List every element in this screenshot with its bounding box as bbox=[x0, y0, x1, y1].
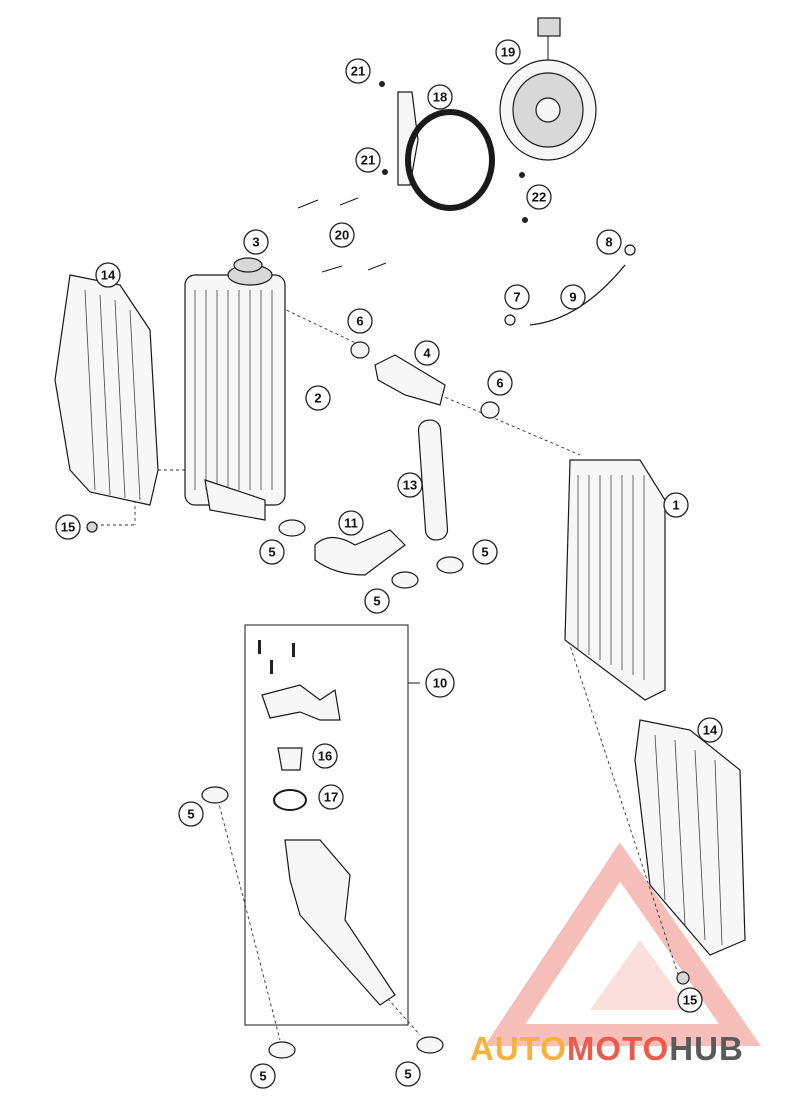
screws-part bbox=[297, 81, 528, 273]
svg-text:4: 4 bbox=[423, 346, 431, 361]
svg-text:5: 5 bbox=[268, 545, 275, 560]
brand-hub: HUB bbox=[669, 1030, 744, 1067]
svg-text:7: 7 bbox=[513, 290, 520, 305]
svg-text:3: 3 bbox=[252, 235, 259, 250]
callout-2: 2 bbox=[305, 385, 331, 411]
svg-text:11: 11 bbox=[344, 516, 358, 531]
callout-6: 6 bbox=[487, 370, 513, 396]
callout-11: 11 bbox=[338, 510, 364, 536]
callout-10: 10 bbox=[425, 668, 455, 698]
svg-text:2: 2 bbox=[314, 391, 321, 406]
callout-5: 5 bbox=[472, 539, 498, 565]
callout-5: 5 bbox=[259, 539, 285, 565]
callout-8: 8 bbox=[596, 229, 622, 255]
left-shroud-part bbox=[54, 274, 159, 506]
callout-4: 4 bbox=[414, 340, 440, 366]
svg-text:10: 10 bbox=[433, 676, 447, 691]
svg-text:15: 15 bbox=[683, 993, 697, 1008]
callout-19: 19 bbox=[495, 39, 521, 65]
right-shroud-part bbox=[634, 719, 746, 956]
svg-text:5: 5 bbox=[187, 807, 194, 822]
svg-text:18: 18 bbox=[433, 90, 447, 105]
svg-text:5: 5 bbox=[404, 1067, 411, 1082]
callout-15: 15 bbox=[55, 514, 81, 540]
radiator-cap-part bbox=[233, 257, 263, 273]
callout-20: 20 bbox=[329, 222, 355, 248]
svg-text:22: 22 bbox=[532, 190, 546, 205]
hose-part bbox=[314, 529, 406, 576]
svg-text:13: 13 bbox=[403, 478, 417, 493]
svg-text:17: 17 bbox=[324, 790, 338, 805]
watermark-brand-text: AUTOMOTOHUB bbox=[470, 1030, 744, 1068]
callout-18: 18 bbox=[427, 84, 453, 110]
callout-21: 21 bbox=[345, 58, 371, 84]
callout-9: 9 bbox=[560, 284, 586, 310]
bolts-part bbox=[86, 521, 690, 985]
callout-5: 5 bbox=[178, 801, 204, 827]
callout-5: 5 bbox=[364, 588, 390, 614]
callout-7: 7 bbox=[504, 284, 530, 310]
hose-clamps-part bbox=[201, 519, 464, 1059]
callout-13: 13 bbox=[397, 472, 423, 498]
brand-moto: MOTO bbox=[566, 1030, 670, 1067]
svg-text:19: 19 bbox=[501, 45, 515, 60]
callout-16: 16 bbox=[312, 743, 338, 769]
callouts: 1 2 3 4 5 5 5 5 5 5 6 6 7 8 9 10 11 13 1… bbox=[55, 39, 723, 1089]
svg-text:14: 14 bbox=[101, 268, 116, 283]
svg-text:6: 6 bbox=[356, 314, 363, 329]
brand-auto: AUTO bbox=[470, 1030, 567, 1067]
svg-text:15: 15 bbox=[61, 520, 75, 535]
assembly-lines bbox=[95, 299, 681, 1041]
svg-text:8: 8 bbox=[605, 235, 612, 250]
svg-text:14: 14 bbox=[703, 723, 718, 738]
pipe-part bbox=[417, 419, 449, 541]
svg-text:20: 20 bbox=[335, 228, 349, 243]
callout-5: 5 bbox=[395, 1061, 421, 1087]
callout-17: 17 bbox=[318, 784, 344, 810]
callout-6: 6 bbox=[347, 308, 373, 334]
svg-text:5: 5 bbox=[259, 1069, 266, 1084]
svg-text:21: 21 bbox=[351, 64, 365, 79]
svg-text:5: 5 bbox=[373, 594, 380, 609]
svg-text:21: 21 bbox=[361, 153, 375, 168]
thermostat-group-box bbox=[244, 624, 420, 1026]
y-connector-part bbox=[350, 341, 500, 419]
left-radiator-part bbox=[184, 264, 286, 521]
callout-21: 21 bbox=[355, 147, 381, 173]
svg-text:16: 16 bbox=[318, 749, 332, 764]
callout-14: 14 bbox=[697, 717, 723, 743]
callout-5: 5 bbox=[250, 1063, 276, 1089]
callout-1: 1 bbox=[663, 492, 689, 518]
fan-bracket-part bbox=[397, 91, 495, 211]
callout-3: 3 bbox=[243, 229, 269, 255]
watermark-logo-icon bbox=[484, 842, 762, 1046]
callout-22: 22 bbox=[526, 184, 552, 210]
callout-15: 15 bbox=[677, 987, 703, 1013]
cooling-fan-part bbox=[499, 17, 597, 161]
svg-text:1: 1 bbox=[672, 498, 679, 513]
svg-text:6: 6 bbox=[496, 376, 503, 391]
callout-14: 14 bbox=[95, 262, 121, 288]
right-radiator-part bbox=[564, 459, 666, 701]
svg-text:5: 5 bbox=[481, 545, 488, 560]
svg-text:9: 9 bbox=[569, 290, 576, 305]
